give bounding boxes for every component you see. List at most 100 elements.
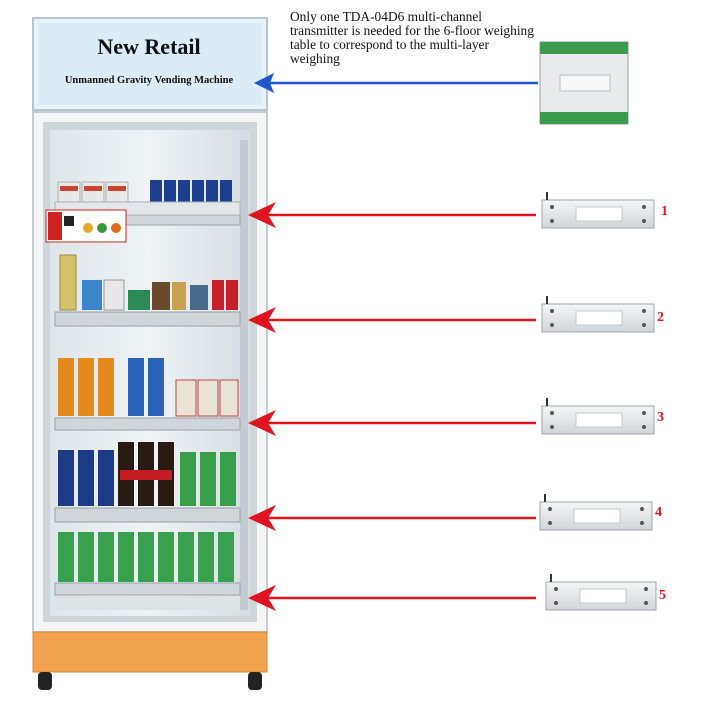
bolt: [550, 219, 554, 223]
price-card-bar: [48, 212, 62, 240]
strain-label: [575, 310, 623, 326]
bolt: [642, 205, 646, 209]
transmitter-arrow-head: [254, 73, 274, 93]
bottle: [98, 450, 114, 506]
arrow-head-1: [248, 202, 276, 228]
transmitter-label: [559, 74, 611, 92]
bottom-tray: [55, 596, 240, 610]
bolt: [642, 309, 646, 313]
can: [192, 180, 204, 202]
bottle: [78, 450, 94, 506]
bolt: [550, 205, 554, 209]
header-title: New Retail: [97, 34, 201, 59]
product: [105, 181, 129, 203]
load-cell-image: [539, 192, 657, 611]
cabinet-base: [32, 631, 268, 673]
shelf: [54, 417, 241, 431]
product-stripe: [84, 186, 102, 191]
bottle: [158, 532, 174, 582]
bottle: [59, 254, 77, 311]
bolt: [644, 587, 648, 591]
arrow-head-3: [248, 410, 276, 436]
load-cell-arrows: [248, 202, 536, 611]
carton: [219, 379, 239, 417]
can: [212, 280, 224, 310]
arrow-head-4: [248, 505, 276, 531]
product: [81, 181, 105, 203]
bottle: [118, 532, 134, 582]
can: [150, 180, 162, 202]
bolt: [642, 425, 646, 429]
load-cell-number-3: 3: [657, 410, 664, 425]
bottle: [180, 452, 196, 506]
bolt: [548, 507, 552, 511]
bolt: [554, 601, 558, 605]
bolt: [640, 521, 644, 525]
product-stripe: [108, 186, 126, 191]
bolt: [554, 587, 558, 591]
bolt: [644, 601, 648, 605]
label-band: [120, 470, 172, 480]
caster-wheel: [248, 672, 262, 690]
transmitter-note: Only one TDA-04D6 multi-channel transmit…: [290, 9, 534, 66]
header-subtitle: Unmanned Gravity Vending Machine: [64, 75, 234, 86]
bolt: [642, 411, 646, 415]
bottle: [218, 532, 234, 582]
strain-label: [575, 206, 623, 222]
bottle: [58, 450, 74, 506]
product-stripe: [60, 186, 78, 191]
strain-label: [579, 588, 627, 604]
shelf: [54, 582, 241, 596]
badge: [111, 223, 121, 233]
load-cell-number-2: 2: [657, 310, 664, 325]
bottle: [200, 452, 216, 506]
product: [103, 279, 125, 311]
qr-code: [64, 216, 74, 226]
can: [220, 180, 232, 202]
bottle: [78, 358, 94, 416]
strain-label: [573, 508, 621, 524]
bottle: [78, 532, 94, 582]
bolt: [550, 425, 554, 429]
bolt: [642, 323, 646, 327]
bottle: [220, 452, 236, 506]
arrow-head-5: [248, 585, 276, 611]
can: [226, 280, 238, 310]
can: [206, 180, 218, 202]
bottle: [178, 532, 194, 582]
badge: [83, 223, 93, 233]
terminal-strip-bottom: [540, 112, 628, 124]
bottle: [138, 532, 154, 582]
product: [190, 285, 208, 310]
bolt: [548, 521, 552, 525]
bottle: [198, 532, 214, 582]
product: [82, 280, 102, 310]
load-cell-number-1: 1: [661, 204, 668, 219]
load-cell-number-4: 4: [655, 505, 662, 520]
shelf: [54, 507, 241, 523]
arrow-head-2: [248, 307, 276, 333]
bolt: [550, 309, 554, 313]
bolt: [640, 507, 644, 511]
bolt: [550, 411, 554, 415]
product: [57, 181, 81, 203]
product: [172, 282, 186, 310]
can: [178, 180, 190, 202]
can: [164, 180, 176, 202]
bottle: [128, 358, 144, 416]
strain-label: [575, 412, 623, 428]
bottle: [98, 358, 114, 416]
bottle: [98, 532, 114, 582]
bottle: [148, 358, 164, 416]
bottle: [58, 532, 74, 582]
header-panel-inner: [38, 23, 262, 105]
side-rail: [240, 140, 248, 610]
shelf: [54, 311, 241, 327]
vending-machine-image: [32, 17, 268, 690]
carton: [197, 379, 219, 417]
bolt: [642, 219, 646, 223]
caster-wheel: [38, 672, 52, 690]
product: [152, 282, 170, 310]
